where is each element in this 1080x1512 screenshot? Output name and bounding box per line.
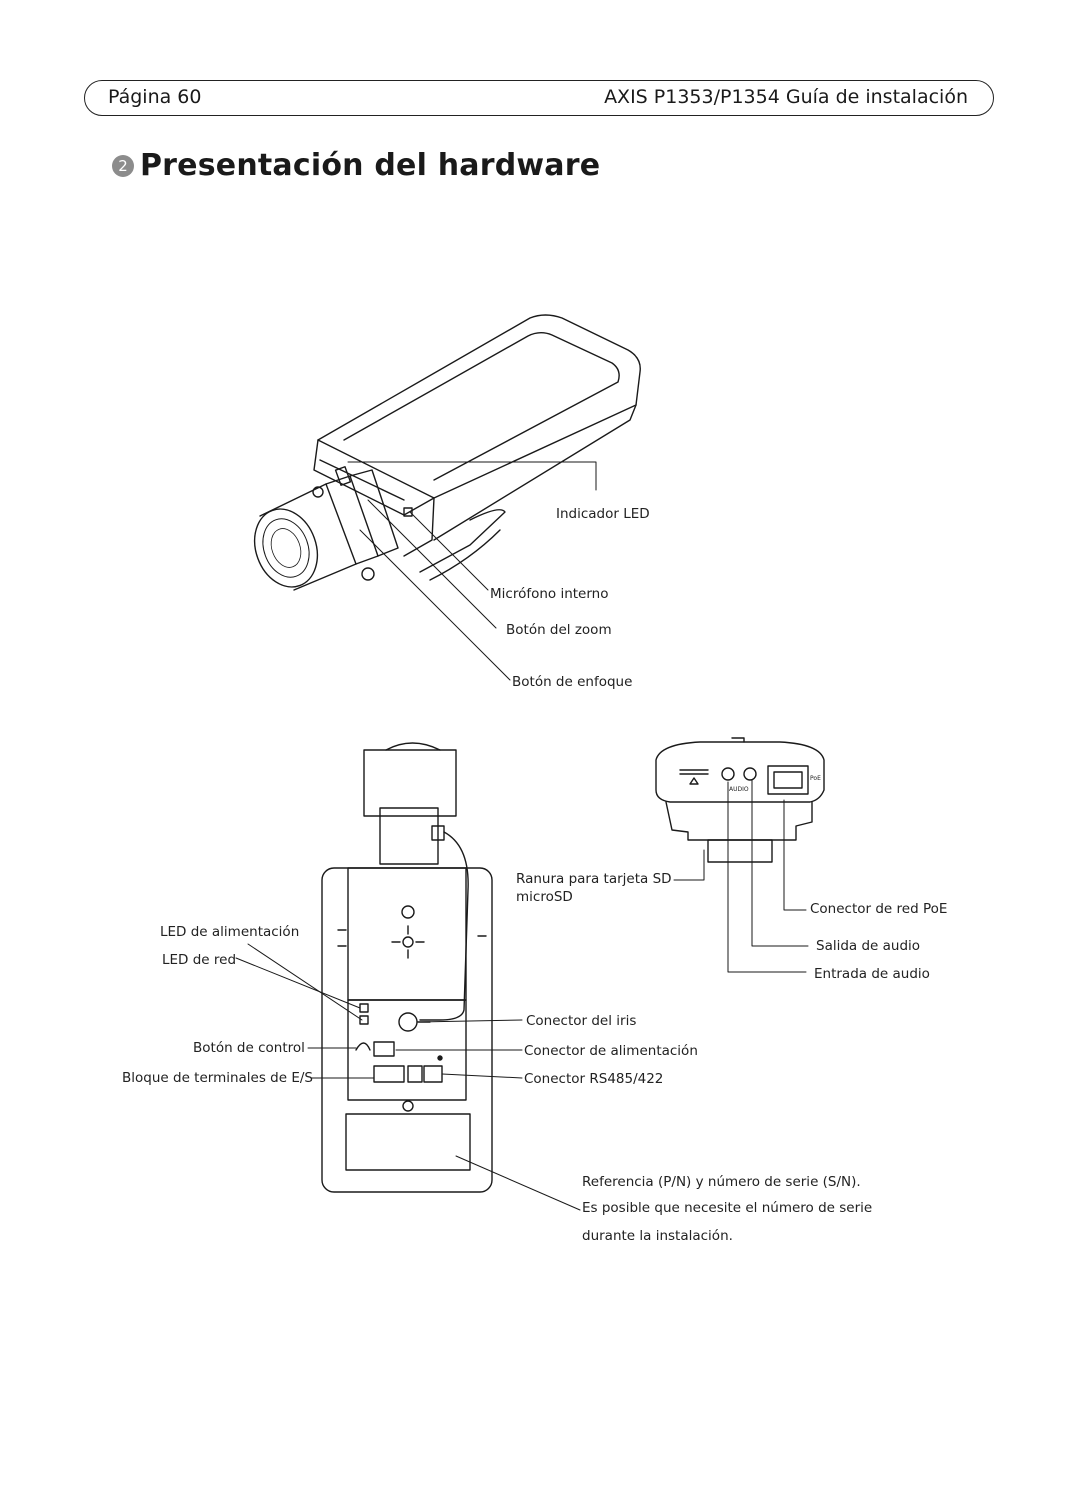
label-focus-button: Botón de enfoque (512, 674, 633, 690)
label-rs485-connector: Conector RS485/422 (524, 1071, 664, 1087)
label-sd-slot-2: microSD (516, 889, 573, 905)
poe-port-mark: PoE (810, 775, 821, 782)
label-io-terminal: Bloque de terminales de E/S (122, 1070, 313, 1086)
callout-lines-panel (674, 780, 808, 972)
header-bar (84, 80, 994, 116)
label-microphone: Micrófono interno (490, 586, 609, 602)
label-serial-line-2: Es posible que necesite el número de ser… (582, 1200, 873, 1216)
label-serial-line-1: Referencia (P/N) y número de serie (S/N)… (582, 1174, 861, 1190)
camera-rear-view (322, 743, 492, 1192)
label-led-indicator: Indicador LED (556, 506, 650, 522)
section-heading: 2 Presentación del hardware (112, 148, 600, 183)
label-zoom-button: Botón del zoom (506, 622, 612, 638)
connector-panel-view (656, 738, 824, 862)
camera-side-view (244, 315, 640, 596)
label-poe-connector: Conector de red PoE (810, 901, 948, 917)
callout-lines-top (348, 462, 596, 680)
label-audio-out: Salida de audio (816, 938, 921, 954)
page-number: Página 60 (108, 86, 202, 108)
section-title: Presentación del hardware (140, 148, 601, 183)
label-network-led: LED de red (162, 952, 237, 968)
callout-lines-rear (236, 944, 580, 1210)
label-iris-connector: Conector del iris (526, 1013, 637, 1029)
label-power-connector: Conector de alimentación (524, 1043, 698, 1059)
section-number-badge: 2 (112, 154, 134, 177)
document-title: AXIS P1353/P1354 Guía de instalación (604, 86, 968, 108)
label-serial-line-3: durante la instalación. (582, 1228, 733, 1244)
audio-port-mark: AUDIO (729, 786, 749, 793)
label-control-button: Botón de control (193, 1040, 305, 1056)
label-audio-in: Entrada de audio (814, 966, 930, 982)
label-sd-slot: Ranura para tarjeta SD (516, 871, 672, 887)
label-power-led: LED de alimentación (160, 924, 300, 940)
